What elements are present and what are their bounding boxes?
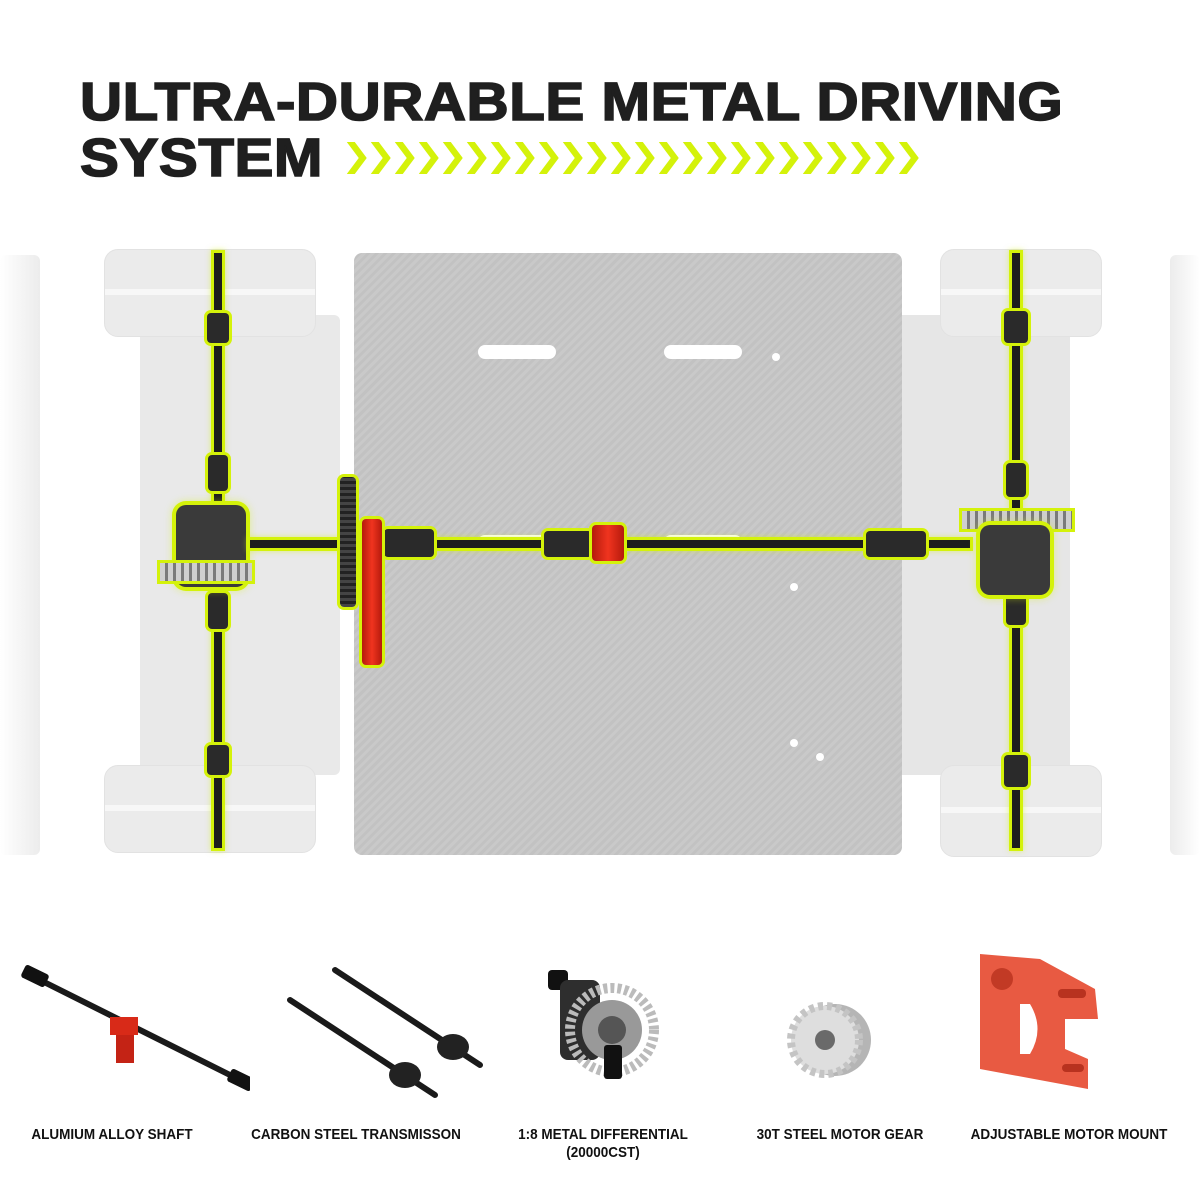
spur-gear [340,477,356,607]
center-shaft-coupler [384,529,434,557]
chevron-arrows-decoration [346,142,919,174]
label-adjustable-motor-mount: ADJUSTABLE MOTOR MOUNT [970,1126,1168,1143]
front-cv-joint-top [207,313,229,343]
front-outdrive-bottom [208,593,228,629]
front-outdrive-top [208,455,228,491]
plate-hole [816,753,824,761]
chevron-right-icon [658,142,679,174]
rear-outdrive-top [1006,463,1026,497]
wheel-front-right [104,765,316,853]
metal-differential-image [548,970,659,1079]
chevron-right-icon [610,142,631,174]
front-diff-ring-gear [160,563,252,581]
chevron-right-icon [826,142,847,174]
label-metal-differential: 1:8 METAL DIFFERENTIAL (20000CST) [509,1126,698,1162]
page-title: ULTRA-DURABLE METAL DRIVING SYSTEM [79,72,1064,188]
plate-slot [664,345,742,359]
plate-slot [478,345,556,359]
rear-diff-ring-gear [962,511,1072,529]
product-gallery [0,945,1200,1115]
chevron-right-icon [682,142,703,174]
red-shaft-bearing-holder [592,525,624,561]
left-bumper [0,255,40,855]
rear-differential [980,525,1050,595]
chevron-right-icon [730,142,751,174]
chevron-right-icon [466,142,487,174]
red-motor-mount [362,519,382,665]
carbon-steel-transmission-image [287,967,483,1098]
chevron-right-icon [802,142,823,174]
chevron-right-icon [346,142,367,174]
label-alumium-alloy-shaft: ALUMIUM ALLOY SHAFT [31,1126,193,1143]
chevron-right-icon [898,142,919,174]
chevron-right-icon [418,142,439,174]
chevron-right-icon [754,142,775,174]
chevron-right-icon [442,142,463,174]
title-line-1: ULTRA-DURABLE METAL DRIVING [79,72,1064,132]
adjustable-motor-mount-image [980,954,1098,1089]
label-carbon-steel-transmission: CARBON STEEL TRANSMISSON [251,1126,461,1143]
chevron-right-icon [490,142,511,174]
chevron-right-icon [850,142,871,174]
chevron-right-icon [778,142,799,174]
front-cv-joint-bottom [207,745,229,775]
label-metal-differential-sub: (20000CST) [566,1144,640,1161]
chevron-right-icon [538,142,559,174]
alumium-alloy-shaft-image [21,965,250,1091]
chevron-right-icon [874,142,895,174]
rear-shaft-coupler [866,531,926,557]
plate-hole [790,739,798,747]
rear-cv-joint-bottom [1004,755,1028,787]
chevron-right-icon [370,142,391,174]
title-line-2: SYSTEM [79,128,324,188]
chevron-right-icon [706,142,727,174]
chevron-right-icon [586,142,607,174]
chevron-right-icon [562,142,583,174]
right-bumper [1170,255,1200,855]
carbon-chassis-plate [354,253,902,855]
label-steel-motor-gear: 30T STEEL MOTOR GEAR [756,1126,924,1143]
chevron-right-icon [634,142,655,174]
steel-motor-gear-image [787,1002,871,1078]
rear-cv-joint-top [1004,311,1028,343]
plate-hole [772,353,780,361]
rear-outdrive-bottom [1006,591,1026,625]
plate-hole [790,583,798,591]
chevron-right-icon [514,142,535,174]
label-metal-differential-title: 1:8 METAL DIFFERENTIAL [518,1126,688,1143]
chassis-diagram [0,235,1200,865]
chevron-right-icon [394,142,415,174]
center-shaft-coupler [544,531,592,557]
